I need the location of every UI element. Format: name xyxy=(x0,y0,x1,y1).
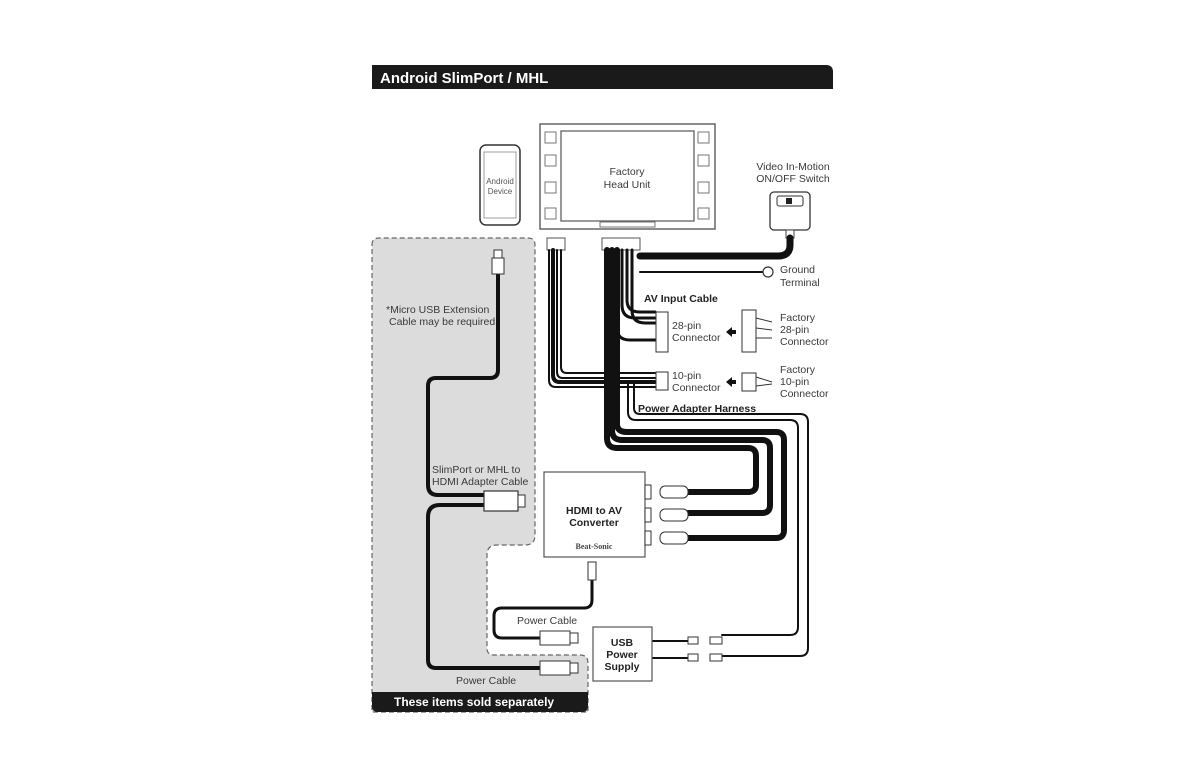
micro-usb-note: *Micro USB Extension xyxy=(386,304,489,316)
android-device-label: Android xyxy=(486,177,514,186)
av-input-cable-label: AV Input Cable xyxy=(644,293,718,305)
pin28-label: 28-pin xyxy=(672,320,701,332)
header-bar: Android SlimPort / MHL xyxy=(372,65,833,89)
ground-terminal: Ground Terminal xyxy=(762,264,820,289)
slimport-cable-label: SlimPort or MHL to xyxy=(432,464,520,476)
cables xyxy=(426,234,809,670)
pin28-label: Connector xyxy=(672,332,721,344)
switch-label: ON/OFF Switch xyxy=(756,173,830,185)
toggle-icon xyxy=(786,198,792,204)
factory10-label: Connector xyxy=(780,388,829,400)
video-in-motion-switch: Video In-Motion ON/OFF Switch xyxy=(756,161,830,239)
factory28-label: Factory xyxy=(780,312,816,324)
hdmi-plug xyxy=(483,490,526,512)
barrel-connectors xyxy=(687,636,723,662)
head-unit-plugs xyxy=(546,237,641,251)
android-device: Android Device xyxy=(479,144,521,226)
power-cable-label: Power Cable xyxy=(517,615,577,627)
connector-10pin: 10-pin Connector Factory 10-pin Connecto… xyxy=(655,364,829,400)
diagram-title: Android SlimPort / MHL xyxy=(380,70,548,87)
arrow-icon xyxy=(726,327,736,337)
pin10-label: Connector xyxy=(672,382,721,394)
usb-supply-label: Power xyxy=(606,649,638,661)
brand-logo: Beat-Sonic xyxy=(576,542,613,551)
usb-plug xyxy=(539,630,579,676)
micro-usb-note: Cable may be required xyxy=(389,316,495,328)
factory28-label: 28-pin xyxy=(780,324,809,336)
head-unit-label: Head Unit xyxy=(604,179,651,191)
micro-usb-plug xyxy=(491,249,505,275)
connector-28pin: 28-pin Connector Factory 28-pin Connecto… xyxy=(655,309,829,353)
usb-power-supply: USB Power Supply xyxy=(592,626,653,682)
head-unit-label: Factory xyxy=(609,166,645,178)
usb-supply-label: Supply xyxy=(604,661,639,673)
power-harness-label: Power Adapter Harness xyxy=(638,403,756,415)
slimport-cable-label: HDMI Adapter Cable xyxy=(432,476,528,488)
converter-label: HDMI to AV xyxy=(566,505,622,517)
arrow-icon xyxy=(726,377,736,387)
usb-supply-label: USB xyxy=(611,637,634,649)
sold-separately-label: These items sold separately xyxy=(394,695,554,709)
switch-label: Video In-Motion xyxy=(756,161,830,173)
power-cable-label: Power Cable xyxy=(456,675,516,687)
android-device-label: Device xyxy=(488,187,513,196)
converter-label: Converter xyxy=(569,517,619,529)
pin10-label: 10-pin xyxy=(672,370,701,382)
factory-head-unit: Factory Head Unit xyxy=(539,123,716,230)
factory28-label: Connector xyxy=(780,336,829,348)
ground-label: Ground xyxy=(780,264,815,276)
factory10-label: Factory xyxy=(780,364,816,376)
factory10-label: 10-pin xyxy=(780,376,809,388)
ground-label: Terminal xyxy=(780,277,820,289)
hdmi-to-av-converter: HDMI to AV Converter Beat-Sonic xyxy=(543,471,689,581)
